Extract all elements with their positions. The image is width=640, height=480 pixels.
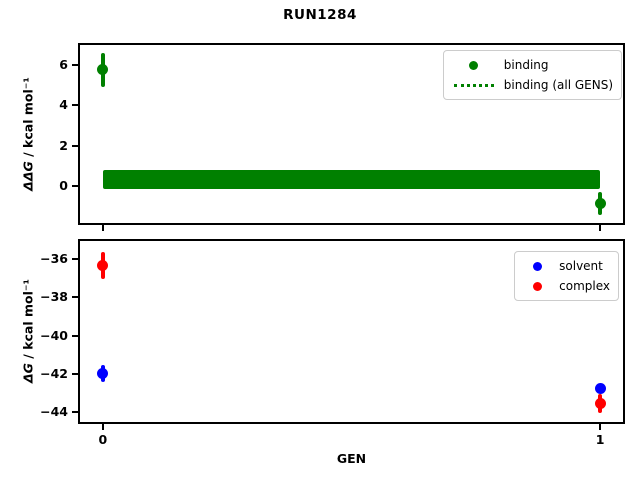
data-point-complex [594, 397, 606, 409]
y-tick-label: 0 [59, 177, 68, 193]
x-tick-label: 0 [98, 432, 108, 447]
binding (all GENS)-dotted-line-icon [453, 83, 494, 87]
free-energy-panel-axes-frame [78, 239, 625, 424]
binding-panel-axes-frame [78, 43, 625, 225]
top-panel-ylabel: ΔΔG / kcal mol⁻¹ [21, 77, 36, 191]
x-tick-label: 1 [595, 432, 605, 447]
y-tick-mark [72, 411, 78, 414]
legend-item-complex: complex [523, 276, 610, 296]
data-point-solvent [594, 382, 606, 394]
y-tick-mark [72, 63, 78, 66]
legend-item-binding: binding [452, 55, 613, 75]
legend-item-label: complex [559, 279, 610, 293]
y-tick-mark [72, 104, 78, 107]
y-tick-label: −44 [40, 404, 68, 420]
legend-handle [523, 281, 551, 291]
legend-item-label: binding [503, 58, 549, 72]
legend-handle [523, 261, 551, 271]
y-tick-mark [72, 372, 78, 375]
y-tick-label: −36 [40, 251, 68, 267]
y-tick-label: −42 [40, 365, 68, 381]
data-point-complex [97, 260, 109, 272]
data-point-solvent [97, 368, 109, 380]
x-tick-mark [599, 424, 602, 430]
x-tick-mark [599, 225, 602, 231]
y-tick-mark [72, 184, 78, 187]
x-tick-mark [101, 424, 104, 430]
y-tick-label: 4 [59, 97, 68, 113]
x-axis-label: GEN [336, 451, 367, 466]
free-energy-panel-legend: solvent complex [514, 251, 619, 301]
y-tick-mark [72, 144, 78, 147]
y-tick-mark [72, 296, 78, 299]
x-tick-mark [101, 225, 104, 231]
legend-handle [452, 60, 496, 70]
binding-dot-icon [469, 60, 479, 70]
y-tick-label: 6 [59, 56, 68, 72]
legend-item-solvent: solvent [523, 256, 610, 276]
solvent-dot-icon [532, 261, 542, 271]
y-tick-mark [72, 258, 78, 261]
y-tick-mark [72, 334, 78, 337]
legend-item-label: binding (all GENS) [503, 78, 613, 92]
y-tick-label: −40 [40, 327, 68, 343]
data-point-binding [594, 197, 606, 209]
data-point-binding [97, 64, 109, 76]
band-binding-all-gens- [102, 170, 601, 190]
legend-item-binding-all-gens-: binding (all GENS) [452, 75, 613, 95]
legend-handle [452, 83, 496, 87]
legend-item-label: solvent [559, 259, 603, 273]
y-tick-label: 2 [59, 137, 68, 153]
binding-panel-legend: binding binding (all GENS) [442, 50, 622, 100]
y-tick-label: −38 [40, 289, 68, 305]
figure-title: RUN1284 [283, 7, 357, 23]
complex-dot-icon [532, 281, 542, 291]
